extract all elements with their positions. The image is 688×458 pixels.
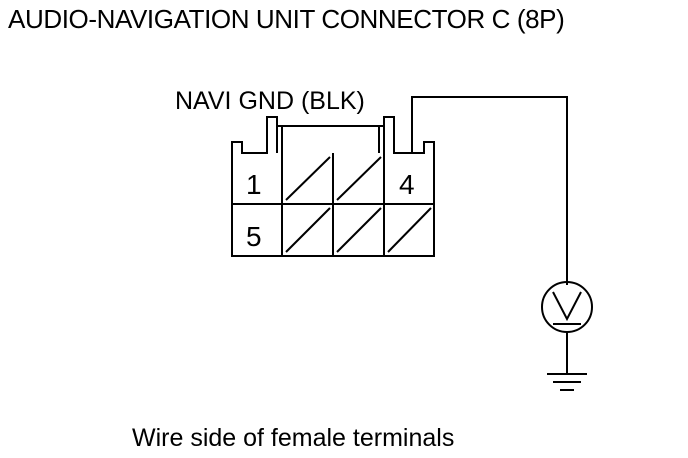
empty-cavity-6: [285, 207, 331, 253]
empty-cavity-2: [285, 156, 331, 201]
diagram-title: AUDIO-NAVIGATION UNIT CONNECTOR C (8P): [8, 4, 565, 34]
voltmeter-icon: [541, 281, 593, 333]
probe-wire: [411, 96, 568, 285]
empty-cavity-8: [387, 207, 432, 253]
empty-cavity-7: [336, 207, 382, 253]
connector-c: [231, 116, 435, 257]
wire-label: NAVI GND (BLK): [175, 87, 365, 115]
terminal-4-label: 4: [399, 169, 415, 200]
terminal-1-label: 1: [246, 169, 262, 200]
diagram-caption: Wire side of female terminals: [132, 424, 455, 452]
empty-cavity-3: [336, 156, 382, 201]
terminal-5-label: 5: [246, 221, 262, 252]
ground-icon: [547, 373, 587, 391]
